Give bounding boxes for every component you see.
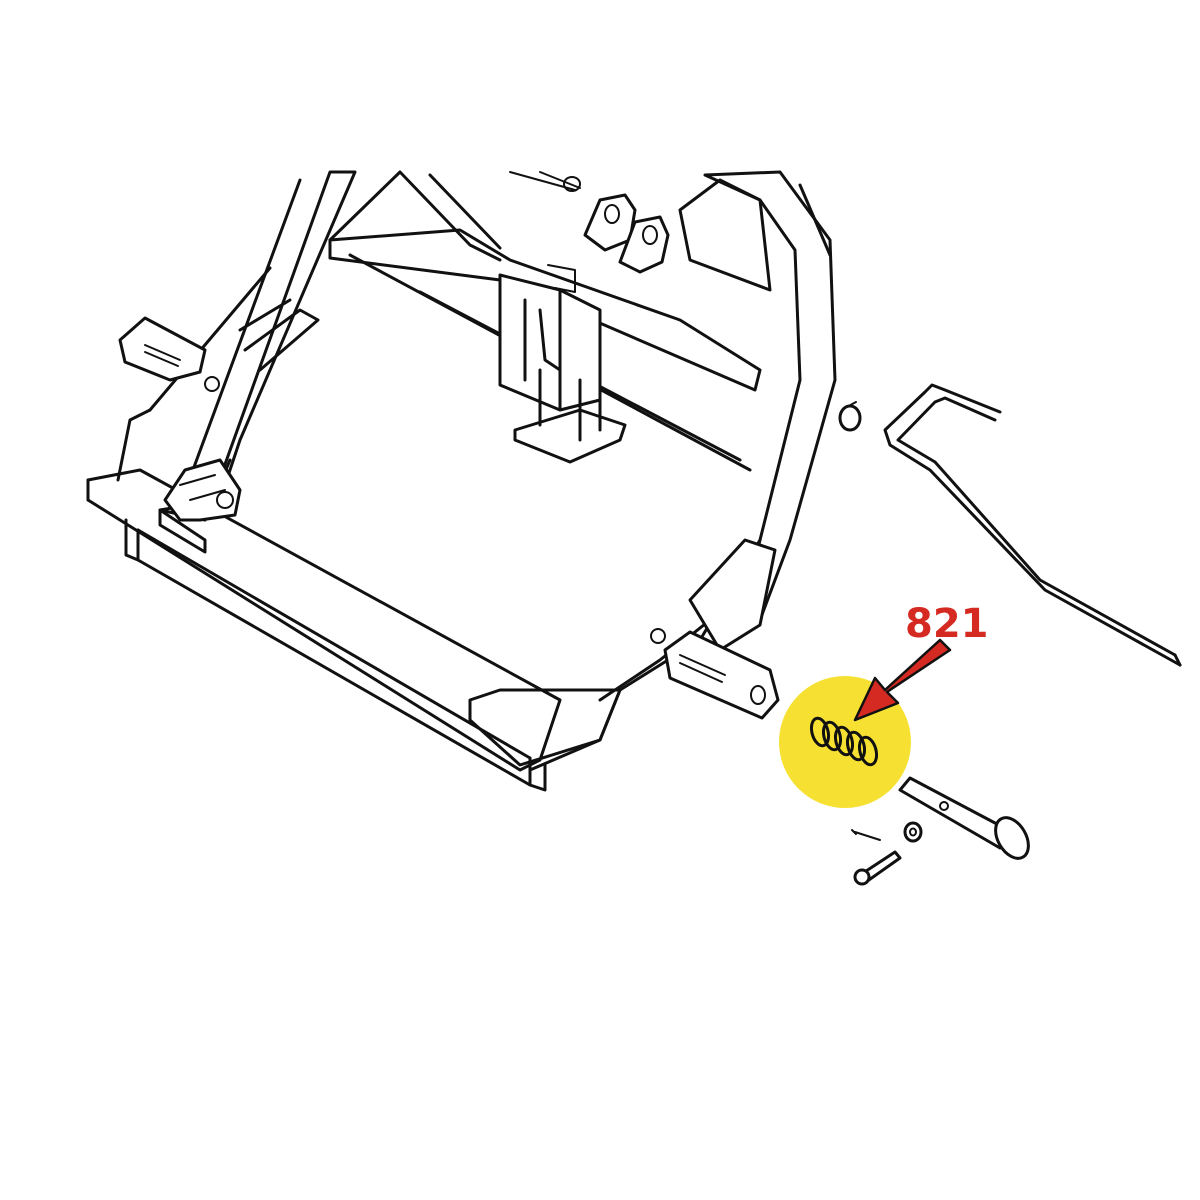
retaining-ring-icon <box>838 401 862 432</box>
clevis-pin-icon <box>898 776 1030 860</box>
callout-arrow <box>853 638 952 722</box>
part-number-label: 821 <box>905 601 989 647</box>
frame-icon <box>86 170 837 792</box>
bolt-icon <box>851 829 902 886</box>
linkage-rod-icon <box>883 383 1182 667</box>
washer-icon <box>903 821 923 843</box>
coil-spring-icon <box>809 716 879 767</box>
